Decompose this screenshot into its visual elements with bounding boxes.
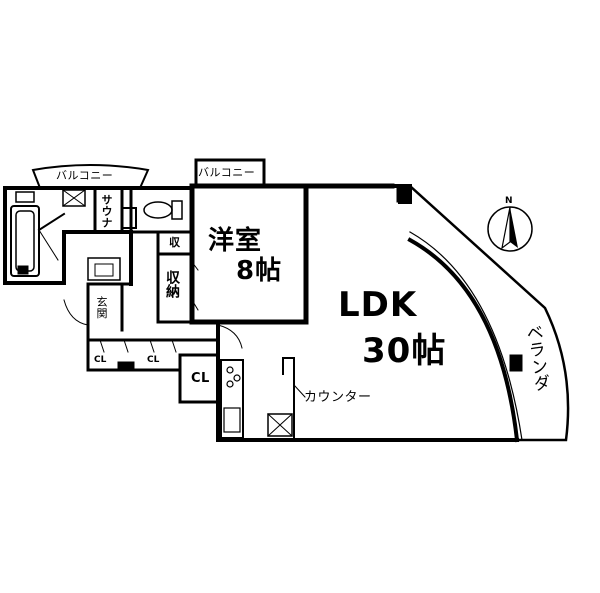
ldk-size: 30帖 [362, 331, 447, 371]
counter-label: カウンター [304, 390, 372, 405]
ldk-label: LDK [338, 285, 418, 325]
counter-outline [282, 357, 295, 441]
western-room-label: 洋室 [208, 226, 263, 256]
storage-small-label: 収 [169, 236, 181, 249]
veranda-outline [408, 184, 570, 442]
cl-label-2: CL [147, 355, 160, 365]
balcony-left-label: バルコニー [56, 169, 114, 182]
sauna-label: サウナ [100, 194, 113, 229]
washbasin [121, 207, 137, 229]
toilet-room-walls [129, 186, 194, 234]
bathroom-walls [3, 186, 133, 286]
storage-label: 収納 [164, 270, 180, 298]
balcony-left-outline [31, 164, 150, 189]
north-label: N [505, 196, 514, 206]
entrance-label: 玄関 [95, 296, 108, 319]
ldk-curved-wall [407, 237, 520, 443]
entrance-walls [86, 282, 133, 372]
bathtub [10, 205, 40, 277]
storage-walls [156, 230, 194, 324]
cl-label-1: CL [94, 355, 107, 365]
balcony-center-label: バルコニー [198, 166, 256, 179]
compass-icon [487, 206, 533, 252]
toilet [143, 201, 173, 219]
cl-label-3: CL [191, 371, 210, 386]
western-room-size: 8帖 [236, 256, 283, 286]
